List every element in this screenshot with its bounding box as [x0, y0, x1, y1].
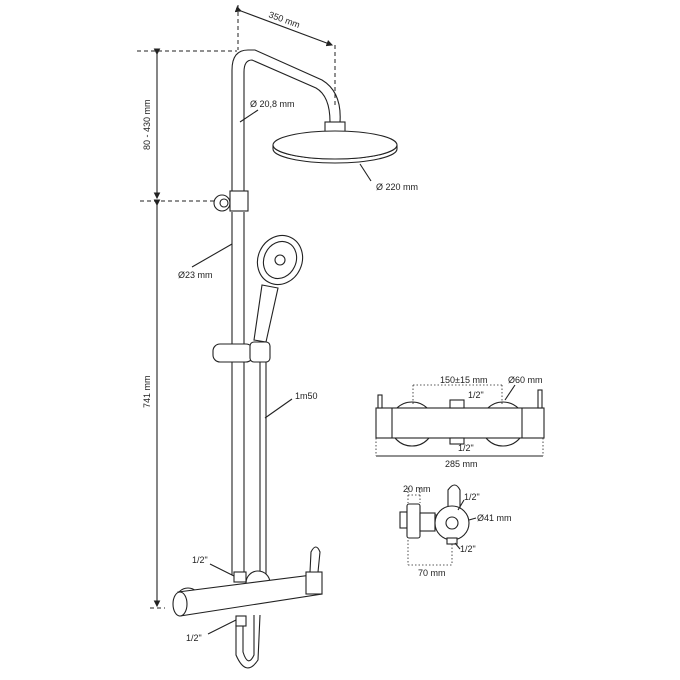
head-diameter-label: Ø 220 mm: [376, 182, 418, 192]
inlet-top-label: 1/2": [192, 555, 208, 565]
thermostatic-mixer: [172, 546, 323, 627]
mixer-top-view: [375, 384, 545, 457]
side-view-depth-label: 70 mm: [418, 568, 446, 578]
riser-height-label: 741 mm: [142, 375, 152, 408]
hose: [235, 362, 267, 669]
outlet-bottom-label: 1/2": [186, 633, 202, 643]
top-view-knob-diameter-label: Ø60 mm: [508, 375, 543, 385]
shower-riser: [231, 49, 341, 575]
wall-bracket: [213, 190, 249, 212]
top-view-outlet-top-label: 1/2": [468, 390, 484, 400]
side-view-bottom-label: 1/2": [460, 544, 476, 554]
side-view-top-label: 1/2": [464, 492, 480, 502]
arm-diameter-label: Ø 20,8 mm: [250, 99, 295, 109]
slider-holder: [212, 341, 271, 363]
side-view-diameter-label: Ø41 mm: [477, 513, 512, 523]
top-view-outlet-bottom-label: 1/2": [458, 443, 474, 453]
mixer-side-view: [399, 484, 477, 566]
height-adjust-label: 80 - 430 mm: [142, 99, 152, 150]
hose-length-label: 1m50: [295, 391, 318, 401]
hand-shower: [253, 234, 304, 343]
dimension-lines: [137, 5, 336, 609]
riser-diameter-label: Ø23 mm: [178, 270, 213, 280]
top-view-spacing-label: 150±15 mm: [440, 375, 487, 385]
top-view-width-label: 285 mm: [445, 459, 478, 469]
side-view-depth-small-label: 20 mm: [403, 484, 431, 494]
overhead-shower-head: [272, 121, 398, 164]
